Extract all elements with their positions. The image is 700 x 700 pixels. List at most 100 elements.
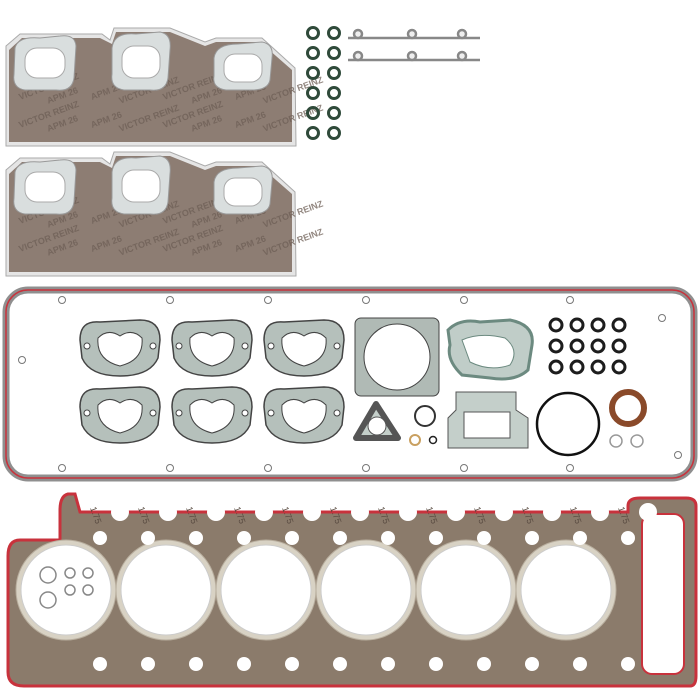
coolant-hole (543, 503, 561, 521)
coolant-hole (141, 531, 155, 545)
intake-gasket (79, 386, 161, 444)
small-ring (39, 566, 57, 584)
cylinder-bore (20, 544, 112, 636)
coolant-hole (477, 531, 491, 545)
bolt-hole (166, 464, 174, 472)
valve-stem-seal (327, 66, 341, 80)
valve-stem-seal (306, 46, 320, 60)
bolt-hole (241, 409, 249, 417)
bolt-hole (658, 314, 666, 322)
small-o-ring (590, 338, 606, 354)
small-ring (82, 567, 94, 579)
intake-gasket (171, 386, 253, 444)
small-o-rings (548, 317, 627, 375)
oil-filter-housing-gasket (447, 391, 529, 449)
bolt-hole (566, 296, 574, 304)
bolt-hole (362, 296, 370, 304)
bolt-hole (166, 296, 174, 304)
valve-stem-seal (306, 86, 320, 100)
small-ring (64, 584, 76, 596)
coolant-hole (621, 657, 635, 671)
bolt-hole (460, 464, 468, 472)
coolant-hole (111, 503, 129, 521)
bolt-hole (267, 409, 275, 417)
coolant-hole (429, 657, 443, 671)
coolant-hole (237, 657, 251, 671)
bolt-hole (83, 409, 91, 417)
small-o-ring (611, 338, 627, 354)
coolant-hole (285, 531, 299, 545)
coolant-hole (285, 657, 299, 671)
bolt-hole (460, 296, 468, 304)
coolant-hole (255, 503, 273, 521)
valve-stem-seals (306, 26, 341, 140)
small-o-ring (548, 359, 564, 375)
water-pump-gasket (446, 318, 534, 381)
bolt-hole (58, 464, 66, 472)
small-o-ring (611, 317, 627, 333)
coolant-hole (525, 531, 539, 545)
cylinder-bore (320, 544, 412, 636)
small-o-ring (548, 338, 564, 354)
coolant-hole (351, 503, 369, 521)
cylinder-bore (520, 544, 612, 636)
intake-gaskets (79, 319, 345, 444)
coolant-hole (381, 657, 395, 671)
coolant-hole (525, 657, 539, 671)
bolt-hole (362, 464, 370, 472)
coolant-hole (495, 503, 513, 521)
bolt-hole (264, 464, 272, 472)
valve-stem-seal (306, 106, 320, 120)
bolt-hole (333, 409, 341, 417)
throttle-body-gasket (354, 317, 440, 397)
bolt-hole (264, 296, 272, 304)
valve-stem-seal (327, 106, 341, 120)
sealing-strips (348, 28, 480, 62)
coolant-hole (93, 531, 107, 545)
coolant-hole (303, 503, 321, 521)
intake-gasket (263, 386, 345, 444)
valve-stem-seal (327, 46, 341, 60)
gasket-port (281, 332, 327, 367)
bolt-hole (674, 451, 682, 459)
bolt-hole (267, 342, 275, 350)
coolant-hole (639, 503, 657, 521)
bolt-hole (58, 296, 66, 304)
thermostat-gasket (353, 401, 401, 441)
gasket-port (97, 399, 143, 434)
coolant-hole (399, 503, 417, 521)
valve-stem-seal (327, 26, 341, 40)
small-ring (39, 591, 57, 609)
bolt-hole (175, 409, 183, 417)
coolant-hole (621, 531, 635, 545)
small-o-ring (569, 338, 585, 354)
coolant-hole (447, 503, 465, 521)
coolant-hole (237, 531, 251, 545)
coolant-hole (159, 503, 177, 521)
cylinder-bore (220, 544, 312, 636)
coolant-hole (189, 531, 203, 545)
valve-stem-seal (327, 86, 341, 100)
valve-cover-gasket (2, 286, 698, 482)
coolant-hole (189, 657, 203, 671)
copper-washer (409, 434, 421, 446)
intake-gasket (79, 319, 161, 377)
bolt-hole (18, 356, 26, 364)
coolant-hole (573, 657, 587, 671)
o-ring (414, 405, 436, 427)
intake-gasket (263, 319, 345, 377)
coolant-hole (93, 657, 107, 671)
small-ring (64, 567, 76, 579)
valve-stem-seal (306, 126, 320, 140)
bolt-hole (566, 464, 574, 472)
cylinder-bore (420, 544, 512, 636)
large-o-ring (535, 391, 601, 457)
small-o-ring (569, 317, 585, 333)
o-ring (428, 435, 438, 445)
coolant-hole (429, 531, 443, 545)
